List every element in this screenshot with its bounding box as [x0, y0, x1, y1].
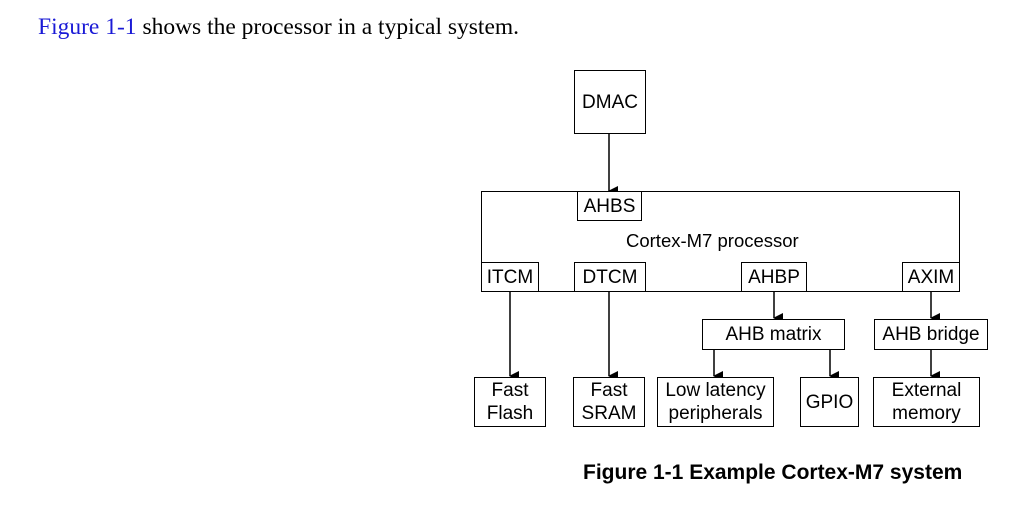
- ahbp-label: AHBP: [748, 266, 800, 288]
- external-memory-box: External memory: [873, 377, 980, 427]
- intro-sentence: Figure 1-1 shows the processor in a typi…: [38, 14, 519, 41]
- fast-sram-label: Fast SRAM: [581, 380, 637, 424]
- low-latency-label: Low latency peripherals: [665, 380, 766, 424]
- external-memory-label: External memory: [891, 380, 962, 424]
- ahbs-label: AHBS: [583, 195, 636, 217]
- ahbp-port: AHBP: [741, 262, 807, 292]
- dmac-label: DMAC: [582, 91, 638, 113]
- low-latency-peripherals-box: Low latency peripherals: [657, 377, 774, 427]
- dtcm-port: DTCM: [574, 262, 646, 292]
- axim-label: AXIM: [907, 266, 955, 288]
- intro-text: shows the processor in a typical system.: [136, 14, 520, 40]
- processor-label: Cortex-M7 processor: [626, 230, 799, 251]
- itcm-port: ITCM: [481, 262, 539, 292]
- ahb-matrix-box: AHB matrix: [702, 319, 845, 350]
- cortex-m7-processor-box: [481, 191, 960, 292]
- ahbs-port: AHBS: [577, 191, 642, 221]
- itcm-label: ITCM: [486, 266, 534, 288]
- figure-reference-link[interactable]: Figure 1-1: [38, 14, 137, 40]
- fast-sram-box: Fast SRAM: [573, 377, 645, 427]
- figure-caption: Figure 1-1 Example Cortex-M7 system: [583, 461, 963, 484]
- ahb-bridge-label: AHB bridge: [882, 324, 980, 345]
- ahb-matrix-label: AHB matrix: [725, 324, 822, 345]
- fast-flash-label: Fast Flash: [486, 380, 534, 424]
- dmac-box: DMAC: [574, 70, 646, 134]
- dtcm-label: DTCM: [582, 266, 638, 288]
- gpio-label: GPIO: [805, 391, 854, 413]
- ahb-bridge-box: AHB bridge: [874, 319, 988, 350]
- gpio-box: GPIO: [800, 377, 859, 427]
- fast-flash-box: Fast Flash: [474, 377, 546, 427]
- axim-port: AXIM: [902, 262, 960, 292]
